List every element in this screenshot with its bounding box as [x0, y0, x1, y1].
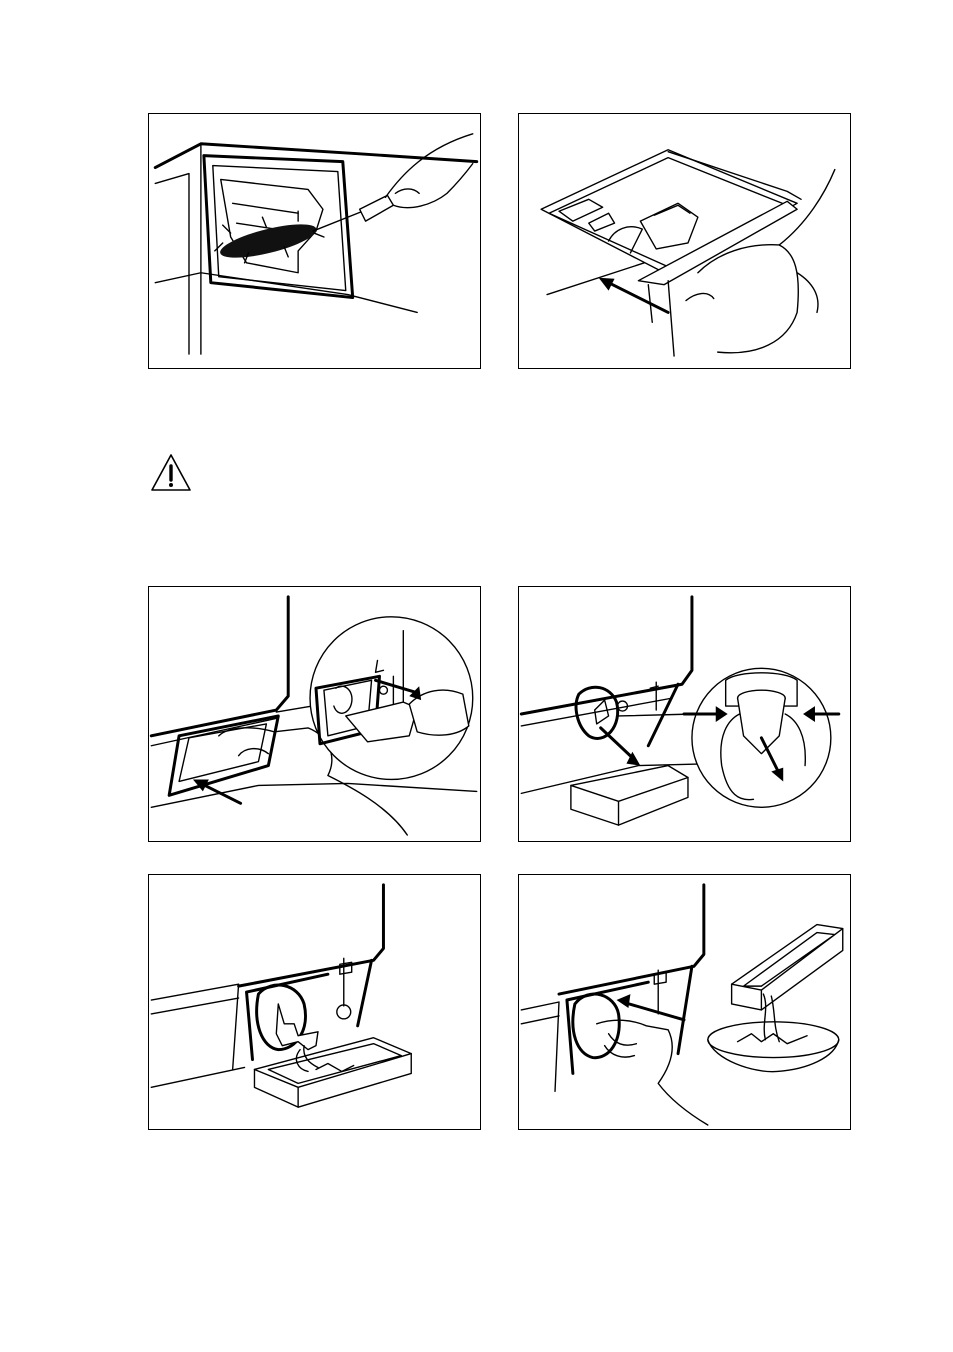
- drain-water-into-tray-icon: [149, 875, 480, 1129]
- figure-insert-drawer: [518, 113, 851, 369]
- insert-dispenser-drawer-icon: [519, 114, 850, 368]
- figure-open-filter-flap: [148, 586, 481, 842]
- open-filter-flap-icon: [149, 587, 480, 841]
- figure-brush-dispenser: [148, 113, 481, 369]
- remove-filter-cap-icon: [519, 587, 850, 841]
- reinsert-filter-and-empty-tray-icon: [519, 875, 850, 1129]
- figure-drain-water: [148, 874, 481, 1130]
- figure-remove-filter-cap: [518, 586, 851, 842]
- warning-triangle-icon: [150, 453, 192, 493]
- brush-cleaning-dispenser-icon: [149, 114, 480, 368]
- figure-reinsert-filter: [518, 874, 851, 1130]
